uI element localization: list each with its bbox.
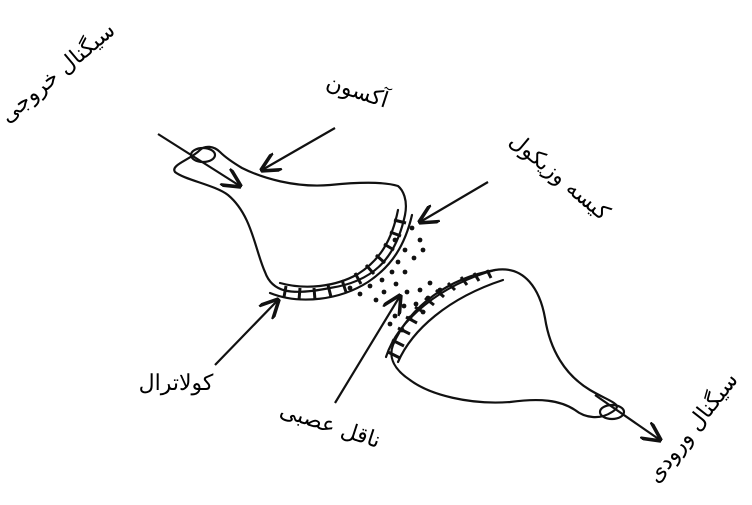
- neurotransmitter-label: ناقل عصبی: [277, 398, 384, 454]
- postsynaptic-hatching: [388, 270, 491, 358]
- output-signal-label: سیگنال خروجی: [0, 17, 120, 128]
- presynaptic-hatching: [284, 220, 406, 300]
- axon-label: آکسون: [323, 68, 393, 114]
- vesicle-arrow: [420, 182, 488, 222]
- postsynaptic-terminal: [386, 269, 624, 419]
- collateral-label: کولاترال: [139, 371, 214, 396]
- presynaptic-terminal: [174, 147, 412, 300]
- vesicle-label: کیسه وزیکول: [504, 128, 614, 226]
- neurotransmitter-arrow: [335, 296, 400, 403]
- axon-arrow: [262, 128, 335, 170]
- collateral-arrow: [215, 300, 278, 365]
- input-signal-label: سیگنال ورودی: [641, 368, 743, 488]
- output-signal-arrow: [158, 134, 240, 186]
